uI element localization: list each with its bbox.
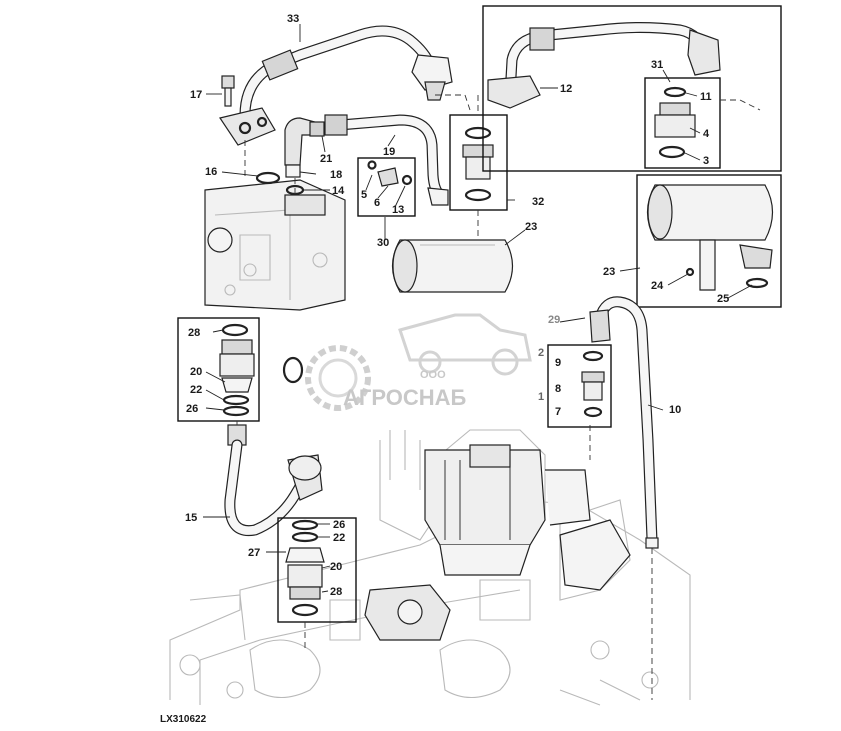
callout-4: 4 <box>703 128 710 140</box>
callout-11: 11 <box>700 91 712 103</box>
callout-8: 8 <box>555 383 561 395</box>
callout-labels: 33 17 21 19 16 18 14 5 6 13 30 32 23 12 … <box>185 13 729 598</box>
hose-19 <box>324 114 449 206</box>
callout-12: 12 <box>560 83 572 95</box>
callout-1: 1 <box>538 391 544 403</box>
callout-30: 30 <box>377 237 389 249</box>
callout-9: 9 <box>555 357 561 369</box>
pipe-10 <box>589 296 659 700</box>
callout-5: 5 <box>361 189 367 201</box>
callout-24: 24 <box>651 280 664 292</box>
leader-lines <box>203 24 753 593</box>
watermark-logo: ООО АГРОСНАБ <box>305 313 532 411</box>
alignment-lines <box>236 94 761 460</box>
bolt-17 <box>221 75 235 107</box>
callout-28-lower: 28 <box>330 586 342 598</box>
watermark-company-name: АГРОСНАБ <box>343 385 467 410</box>
hose-33 <box>219 25 453 146</box>
watermark-prefix: ООО <box>420 369 446 381</box>
callout-10: 10 <box>669 404 681 416</box>
callout-13: 13 <box>392 204 404 216</box>
callout-18: 18 <box>330 169 342 181</box>
inset-pipe-12 <box>482 5 782 172</box>
callout-15: 15 <box>185 512 197 524</box>
callout-19: 19 <box>383 146 395 158</box>
callout-20-upper: 20 <box>190 366 202 378</box>
callout-25: 25 <box>717 293 729 305</box>
callout-22-upper: 22 <box>190 384 202 396</box>
control-valve-housing <box>204 179 346 311</box>
callout-27: 27 <box>248 547 260 559</box>
callout-3: 3 <box>703 155 709 167</box>
detail-box-lower-left <box>277 517 357 650</box>
callout-33: 33 <box>287 13 299 25</box>
elbow-fitting-18 <box>284 117 325 178</box>
cooler-23-middle <box>391 210 514 293</box>
callout-28-upper: 28 <box>188 327 200 339</box>
callout-21: 21 <box>320 153 332 165</box>
callout-23-middle: 23 <box>525 221 537 233</box>
callout-17: 17 <box>190 89 202 101</box>
callout-20-lower: 20 <box>330 561 342 573</box>
detail-box-30 <box>357 157 416 217</box>
callout-31: 31 <box>651 59 663 71</box>
detail-box-1 <box>547 344 612 428</box>
valve-block <box>364 444 631 641</box>
callout-6: 6 <box>374 197 380 209</box>
callout-22-lower: 22 <box>333 532 345 544</box>
callout-16: 16 <box>205 166 217 178</box>
callout-29: 29 <box>548 314 560 326</box>
callout-7: 7 <box>555 406 561 418</box>
callout-26-lower: 26 <box>333 519 345 531</box>
callout-2: 2 <box>538 347 544 359</box>
callout-26-upper: 26 <box>186 403 198 415</box>
inset-cooler-23 <box>636 174 782 308</box>
detail-box-32 <box>449 95 508 211</box>
transmission-housing-outline <box>169 429 691 706</box>
hose-15 <box>224 424 323 537</box>
callout-14: 14 <box>332 185 345 197</box>
callout-32: 32 <box>532 196 544 208</box>
callout-23-right: 23 <box>603 266 615 278</box>
drawing-code: LX310622 <box>160 714 207 725</box>
